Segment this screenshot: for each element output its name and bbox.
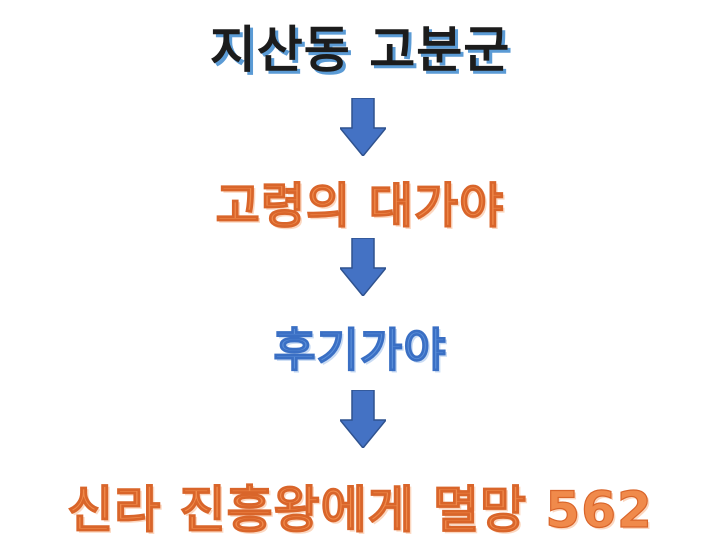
down-arrow-icon-1	[340, 98, 386, 156]
step-3-label: 후기가야	[273, 322, 447, 377]
step-2-label: 고령의 대가야	[215, 177, 505, 234]
down-arrow-icon-2	[340, 238, 386, 296]
step-4-label: 신라 진흥왕에게 멸망 562	[67, 480, 653, 539]
step-1-label: 지산동 고분군	[209, 21, 511, 79]
down-arrow-icon-3	[340, 390, 386, 448]
